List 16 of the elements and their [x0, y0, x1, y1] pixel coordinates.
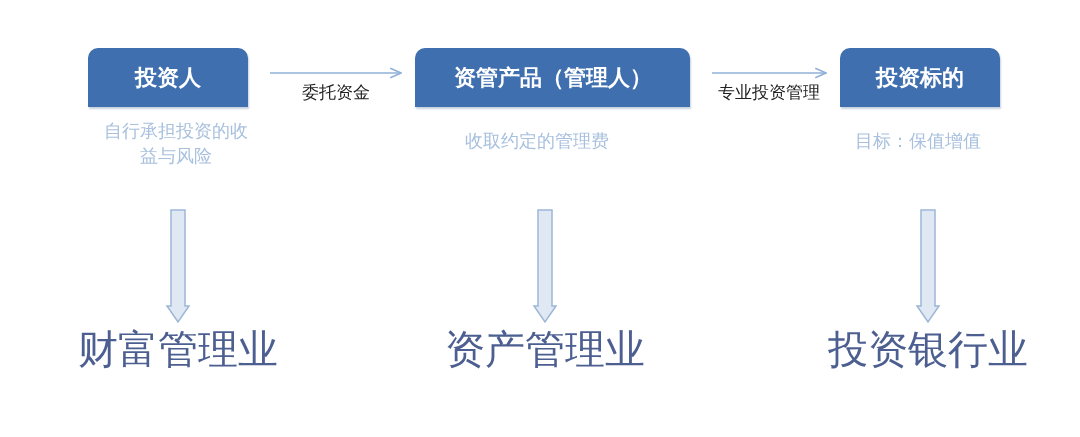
- industry-label: 资产管理业: [435, 322, 655, 377]
- arrow: [269, 67, 402, 79]
- process-box: 资管产品（管理人）: [415, 48, 690, 107]
- note-text: 自行承担投资的收益与风险: [103, 119, 249, 168]
- industry-label: 投资银行业: [818, 322, 1038, 377]
- note-text: 目标：保值增值: [854, 129, 982, 153]
- industry-label: 财富管理业: [68, 322, 288, 377]
- process-box: 投资人: [88, 48, 248, 107]
- arrow: [711, 67, 827, 79]
- edge-label: 专业投资管理: [716, 81, 822, 104]
- edge-label: 委托资金: [299, 81, 372, 104]
- block-arrow: [532, 209, 558, 324]
- note-text: 收取约定的管理费: [464, 129, 610, 153]
- block-arrow: [915, 209, 941, 324]
- block-arrow: [165, 209, 191, 324]
- process-box: 投资标的: [840, 48, 1000, 107]
